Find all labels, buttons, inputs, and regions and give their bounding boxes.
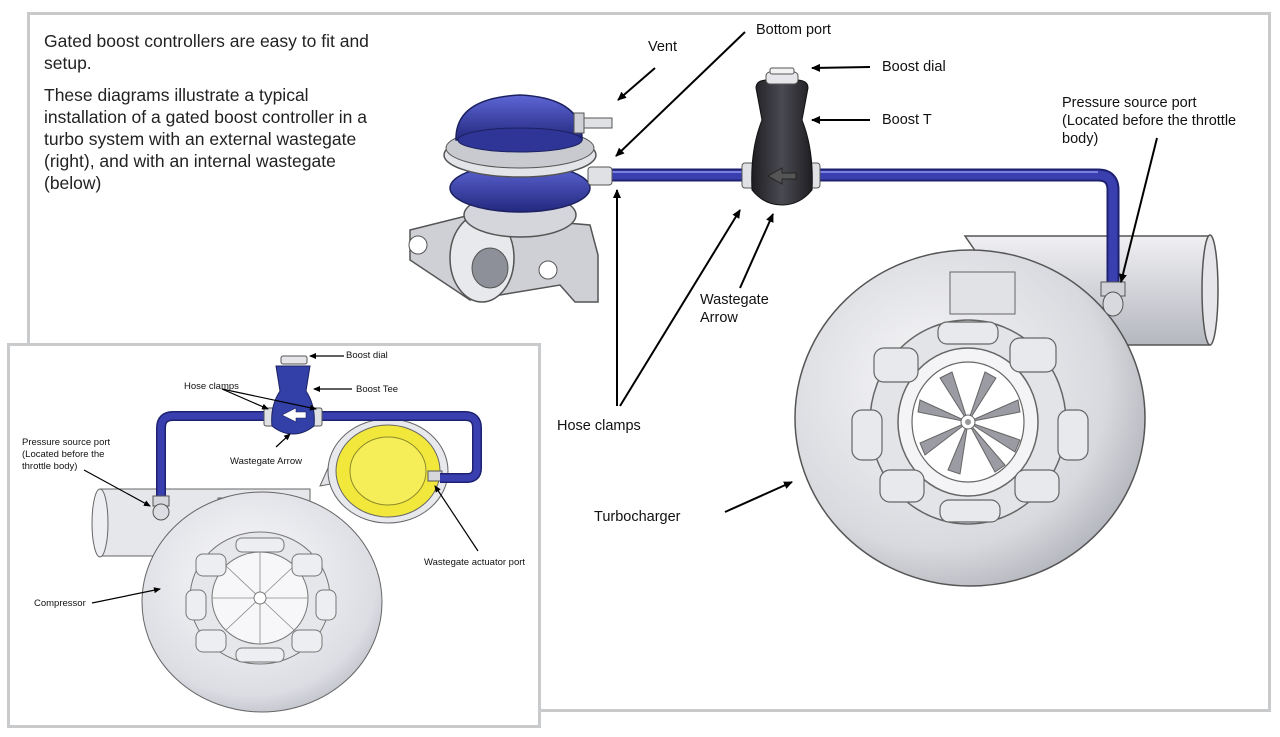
main-callout-arrows	[613, 31, 1158, 513]
label-vent: Vent	[648, 39, 678, 55]
wastegate-actuator-illustration	[319, 418, 449, 524]
inset-label-compressor: Compressor	[34, 598, 86, 609]
boost-controller-illustration	[741, 67, 821, 206]
inset-callout-arrows	[83, 353, 479, 604]
intro-paragraph-1: Gated boost controllers are easy to fit …	[44, 31, 369, 73]
label-hose-clamps: Hose clamps	[557, 418, 641, 434]
inset-label-pressure-source-3: throttle body)	[22, 461, 78, 472]
inset-label-wastegate-arrow: Wastegate Arrow	[230, 456, 302, 467]
external-wastegate-illustration	[408, 94, 613, 303]
label-pressure-source-2: (Located before the throttle	[1062, 113, 1237, 129]
internal-wastegate-inset: Boost dial Hose clamps Boost Tee Wastega…	[7, 343, 541, 728]
turbocharger-illustration	[794, 234, 1219, 587]
inset-boost-hose	[152, 411, 482, 521]
inset-label-wastegate-actuator-port: Wastegate actuator port	[424, 557, 526, 568]
inset-boost-controller	[263, 355, 323, 435]
compressor-illustration	[141, 491, 383, 713]
inset-label-pressure-source-2: (Located before the	[22, 449, 105, 460]
label-wastegate-arrow-2: Arrow	[700, 310, 738, 326]
boost-hose	[603, 168, 1120, 285]
intro-text: Gated boost controllers are easy to fit …	[44, 30, 374, 204]
label-bottom-port: Bottom port	[756, 22, 831, 38]
label-boost-dial: Boost dial	[882, 59, 946, 75]
inset-label-boost-tee: Boost Tee	[356, 384, 399, 395]
label-wastegate-arrow-1: Wastegate	[700, 292, 769, 308]
internal-wastegate-diagram	[83, 353, 482, 713]
label-pressure-source-1: Pressure source port	[1062, 95, 1197, 111]
intro-paragraph-2: These diagrams illustrate a typical inst…	[44, 85, 367, 193]
inset-label-pressure-source-1: Pressure source port	[22, 437, 111, 448]
inset-label-hose-clamps: Hose clamps	[184, 381, 239, 392]
label-pressure-source-3: body)	[1062, 131, 1099, 147]
pressure-source-fitting	[1100, 281, 1126, 317]
inset-label-boost-dial: Boost dial	[346, 350, 388, 361]
label-turbocharger: Turbocharger	[594, 509, 681, 525]
label-boost-t: Boost T	[882, 112, 932, 128]
